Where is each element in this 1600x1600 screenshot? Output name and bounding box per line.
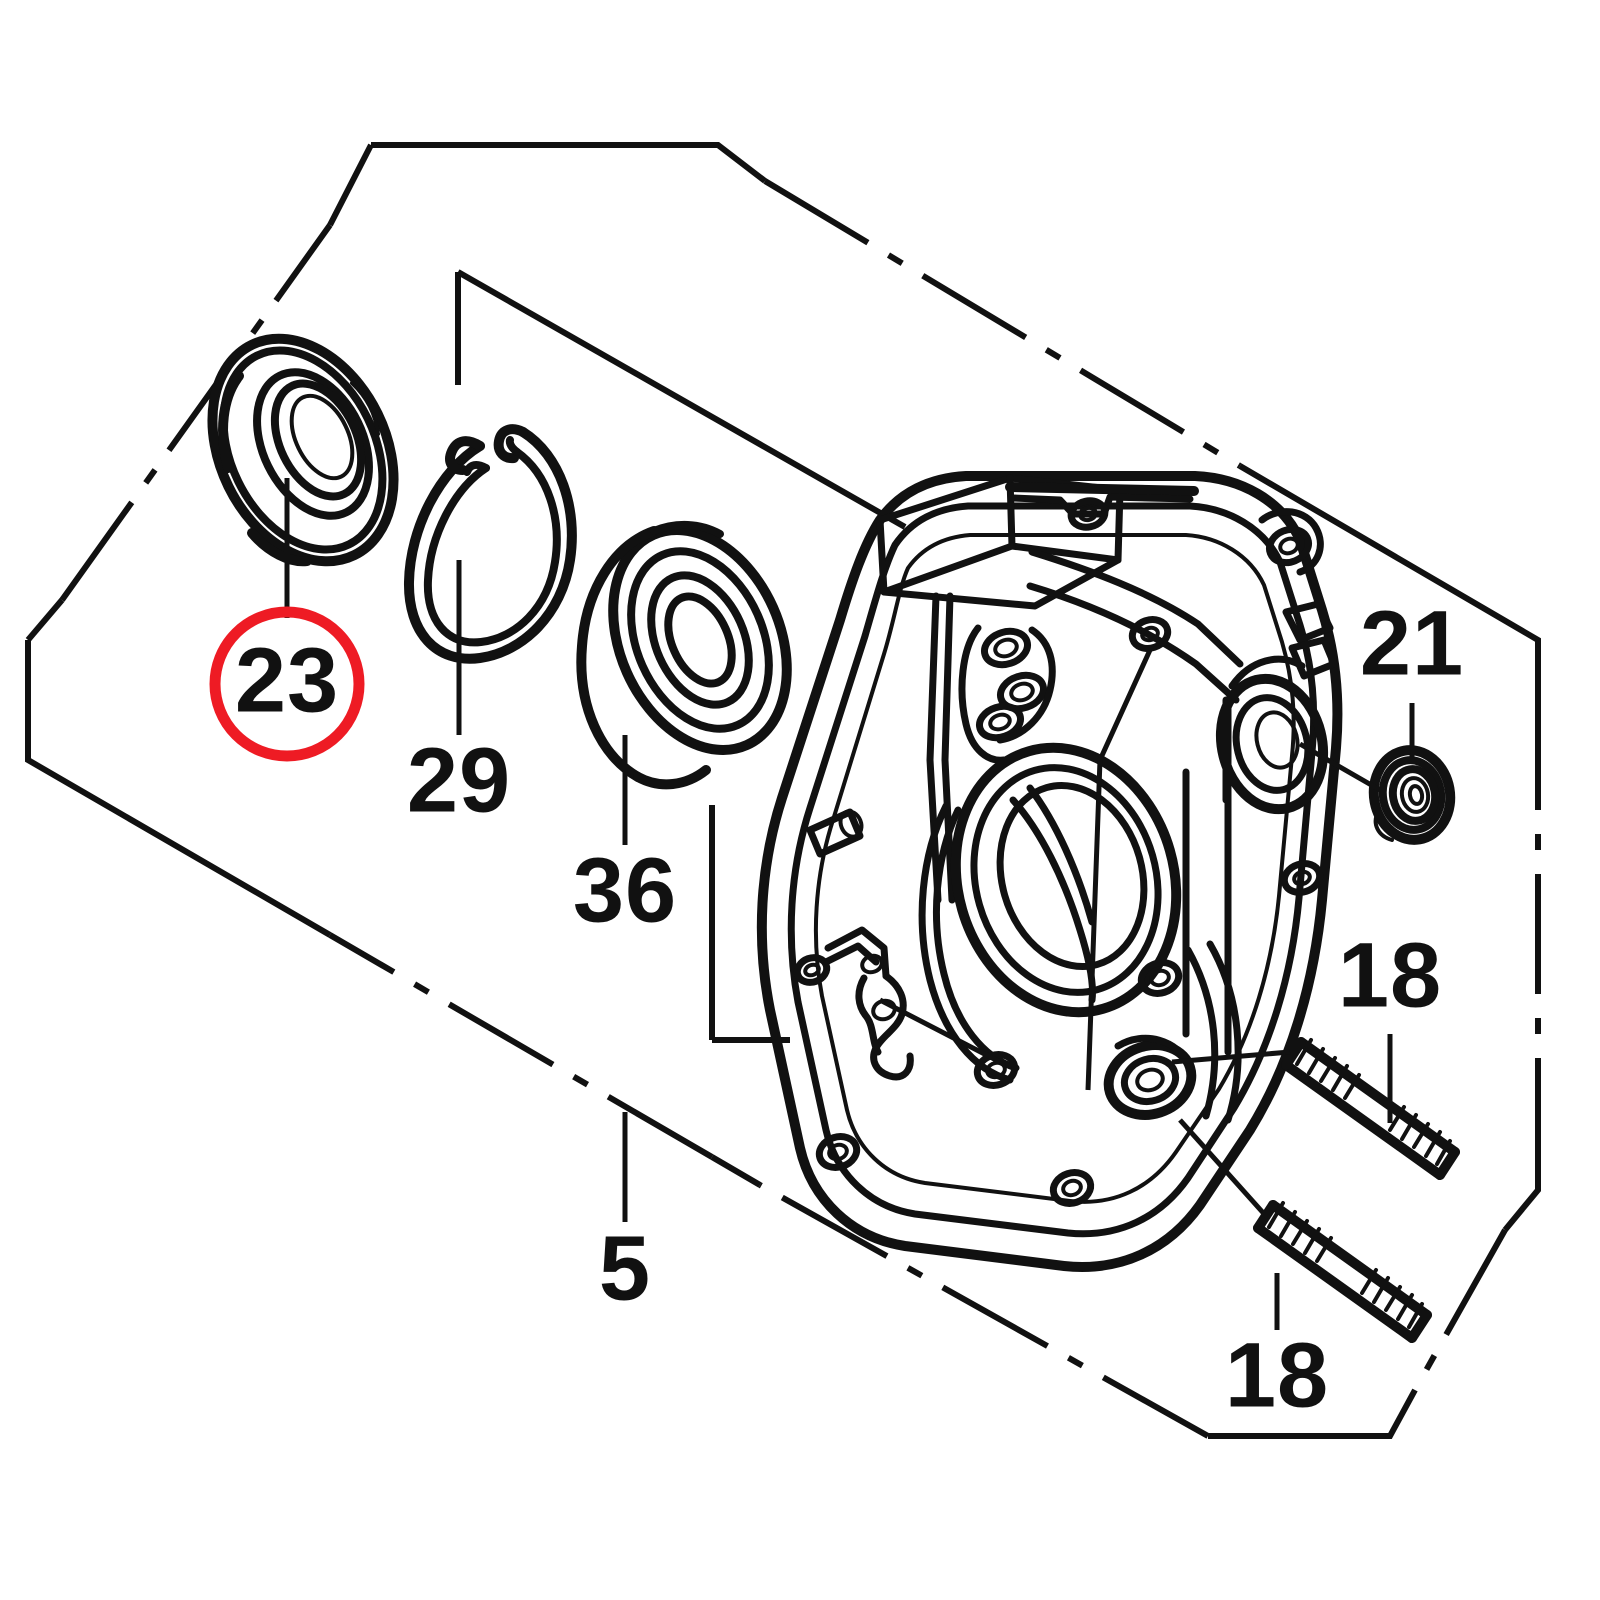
bearing-depth-top <box>650 520 724 538</box>
stud-lower-body-bottom <box>1253 1223 1417 1343</box>
part-stud-bolt-upper[interactable] <box>1281 1037 1460 1180</box>
border-lowleft-dash <box>328 932 714 1160</box>
snap-ring-lug-right-in <box>505 436 521 456</box>
bearing-depth-bottom <box>633 765 711 790</box>
callout-label-5[interactable]: 5 <box>599 1217 651 1319</box>
cover-rib-upper-2 <box>1026 582 1240 704</box>
cover-bore-depth <box>932 806 1020 1072</box>
cover-pipe-arm <box>824 926 890 980</box>
stud-upper-cap-left <box>1281 1037 1306 1070</box>
cover-left-rib-b <box>941 592 956 904</box>
bracket-diagonal <box>456 269 907 530</box>
cover-ear-upper-right <box>1258 508 1324 576</box>
cover-pipe-bracket-2 <box>855 974 882 1056</box>
callout-label-36[interactable]: 36 <box>573 839 677 941</box>
cover-pipe-bracket <box>870 972 914 1081</box>
border-upper-left-dash <box>59 223 333 602</box>
cover-rib-lower-right <box>1184 946 1219 1120</box>
connector-bore-internal <box>1085 648 1153 1091</box>
cover-dowel-left <box>806 808 864 858</box>
border-right-upper-solid <box>1238 463 1541 690</box>
cover-bore-shade-2 <box>1026 784 1096 926</box>
cover-gasket-flange-2 <box>813 533 1296 1204</box>
snap-ring-lug-left <box>445 436 485 475</box>
oil-seal-depth-right <box>350 381 380 436</box>
sub-assembly-bracket <box>455 269 907 1043</box>
snap-ring-inner <box>423 448 561 647</box>
callout-leaders <box>284 478 1415 1330</box>
stud-lower-threads-left <box>1267 1201 1333 1263</box>
callout-label-23[interactable]: 23 <box>235 629 339 731</box>
cover-top-boss-edge2 <box>880 542 1016 596</box>
oil-seal-depth-left <box>218 371 244 473</box>
cover-dowel-collar <box>1282 600 1334 644</box>
cover-top-rail-notch <box>1009 493 1194 518</box>
cover-bore-depth-2 <box>918 802 1014 1084</box>
cover-top-boss-face <box>876 474 1124 610</box>
part-needle-bearing[interactable] <box>1367 744 1457 846</box>
cover-boss-outline-2 <box>958 624 1008 764</box>
part-crankcase-cover[interactable] <box>756 471 1343 1272</box>
stud-upper-body-bottom <box>1281 1060 1445 1180</box>
stud-upper-cap-right <box>1435 1147 1460 1180</box>
border-bottom-left-solid <box>710 1154 762 1188</box>
cover-rib-upper <box>1028 548 1244 668</box>
border-upper-right-dash <box>763 178 1242 469</box>
cover-top-rail <box>1005 482 1199 496</box>
cover-left-rib-a <box>926 592 942 904</box>
border-top-solid <box>371 142 767 184</box>
oil-seal-depth-bottom <box>247 528 312 567</box>
stud-lower-threads-right <box>1360 1268 1424 1329</box>
connector-needle-bearing <box>1298 741 1382 793</box>
part-ball-bearing[interactable] <box>576 502 820 790</box>
bearing-depth-outer <box>576 526 659 782</box>
snap-ring-lug-right <box>493 424 528 464</box>
stud-lower-body-top <box>1268 1200 1432 1320</box>
snap-ring-outer <box>403 427 577 664</box>
cover-boss-outline <box>996 626 1056 744</box>
cover-dowel-collar-2 <box>1288 636 1338 680</box>
highlight-circle-23 <box>209 606 365 762</box>
part-snap-ring[interactable] <box>403 424 577 664</box>
border-left-lower-solid <box>25 716 332 938</box>
cover-outer-silhouette <box>756 471 1343 1272</box>
stud-lower-cap-left <box>1253 1200 1278 1233</box>
border-topleft-solid <box>327 143 374 227</box>
stud-upper-body-top <box>1296 1037 1460 1157</box>
connector-stud-lower <box>1178 1118 1268 1218</box>
callout-label-21[interactable]: 21 <box>1360 592 1464 694</box>
part-oil-seal[interactable] <box>177 308 429 591</box>
stud-upper-threads-left <box>1295 1038 1361 1100</box>
border-bottom-mid-dash <box>758 1182 1210 1439</box>
callout-label-29[interactable]: 29 <box>407 729 511 831</box>
diagram-border <box>25 142 1541 1439</box>
connector-bracket-internal <box>878 997 1002 1065</box>
callout-label-18-lower[interactable]: 18 <box>1225 1324 1329 1426</box>
snap-ring-lug-left-in <box>463 460 490 476</box>
cover-gasket-flange <box>787 502 1318 1238</box>
cover-rib-lower-right-2 <box>1206 940 1242 1124</box>
border-bottom-right-dash <box>1412 1228 1508 1392</box>
connector-stud-upper <box>1171 1049 1291 1065</box>
border-bottom-solid <box>1208 1388 1418 1439</box>
callout-label-18-upper[interactable]: 18 <box>1338 924 1442 1026</box>
part-stud-bolt-lower[interactable] <box>1253 1200 1432 1343</box>
stud-upper-threads-right <box>1388 1105 1452 1166</box>
cover-bolt-bosses <box>815 616 1324 1207</box>
needle-bearing-depth <box>1373 810 1394 842</box>
border-left-upper-solid <box>25 598 65 642</box>
border-right-lower-solid <box>1502 1140 1541 1232</box>
stud-lower-cap-right <box>1407 1310 1432 1343</box>
